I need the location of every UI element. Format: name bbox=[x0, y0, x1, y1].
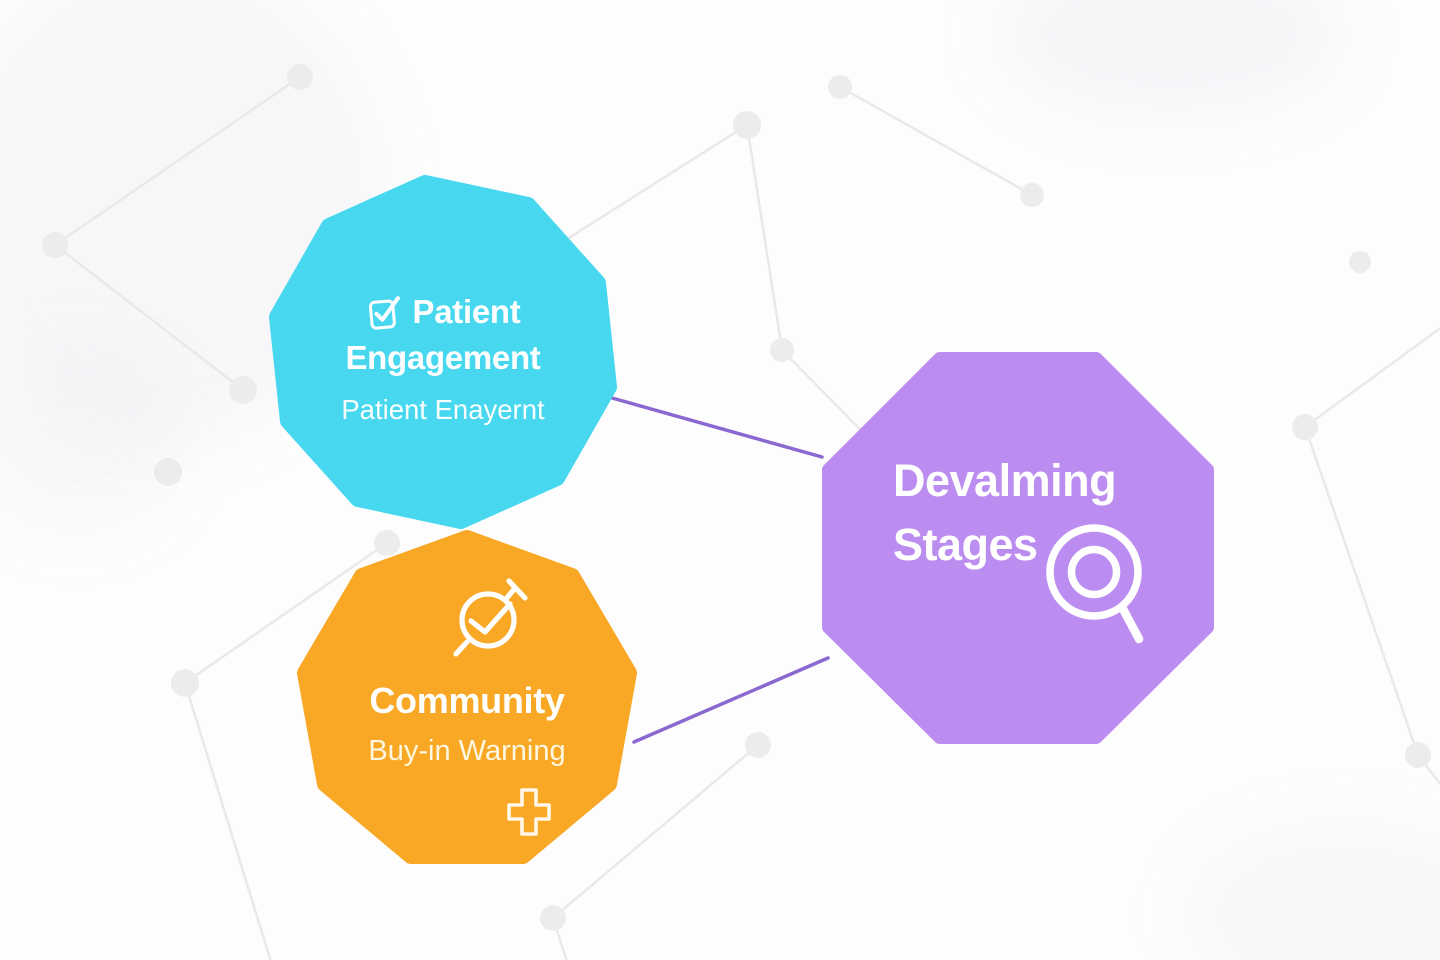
network-line bbox=[183, 682, 272, 960]
patient-engagement-shape bbox=[269, 175, 617, 529]
network-node bbox=[770, 338, 794, 362]
network-line bbox=[1304, 326, 1440, 429]
network-line bbox=[184, 541, 388, 685]
magnifier-check-icon bbox=[453, 578, 528, 657]
patient-engagement-subtitle: Patient Enayernt bbox=[341, 394, 545, 425]
network-line bbox=[54, 244, 244, 391]
network-node bbox=[540, 905, 566, 931]
patient-engagement-title-line1: Patient bbox=[273, 289, 613, 335]
community-shape bbox=[297, 530, 637, 864]
connector-patient-to-stages bbox=[610, 396, 824, 459]
network-node bbox=[1020, 183, 1044, 207]
background-network bbox=[42, 64, 1440, 960]
network-node bbox=[733, 111, 761, 139]
network-node bbox=[1292, 414, 1318, 440]
network-node bbox=[171, 669, 199, 697]
connector-community-to-stages bbox=[632, 656, 830, 744]
network-line bbox=[54, 75, 301, 247]
network-node bbox=[745, 732, 771, 758]
patient-engagement-label: Patient Engagement Patient Enayernt bbox=[273, 289, 613, 427]
magnifier-icon bbox=[1046, 524, 1144, 644]
community-title: Community bbox=[369, 680, 565, 721]
network-line bbox=[1303, 426, 1420, 756]
title-text: Patient bbox=[412, 293, 521, 330]
devalming-stages-title-line1: Devalming bbox=[893, 455, 1117, 506]
community-label: Community Buy-in Warning bbox=[307, 678, 627, 769]
community-subtitle: Buy-in Warning bbox=[368, 735, 566, 767]
checkbox-icon bbox=[368, 296, 400, 330]
network-node bbox=[828, 75, 852, 99]
plus-cross-icon bbox=[507, 788, 551, 836]
network-node bbox=[154, 458, 182, 486]
devalming-stages-label: Devalming Stages bbox=[893, 449, 1233, 577]
patient-engagement-title-line2: Engagement bbox=[345, 339, 541, 376]
connectors bbox=[610, 396, 830, 744]
network-node bbox=[287, 64, 313, 90]
network-line bbox=[552, 744, 759, 919]
network-node bbox=[42, 232, 68, 258]
network-line bbox=[745, 124, 784, 351]
network-node bbox=[374, 530, 400, 556]
network-node bbox=[229, 376, 257, 404]
network-node bbox=[1405, 742, 1431, 768]
network-node bbox=[1349, 251, 1371, 273]
devalming-stages-shape bbox=[822, 352, 1214, 744]
network-line bbox=[839, 85, 1033, 197]
devalming-stages-title-line2: Stages bbox=[893, 519, 1038, 570]
